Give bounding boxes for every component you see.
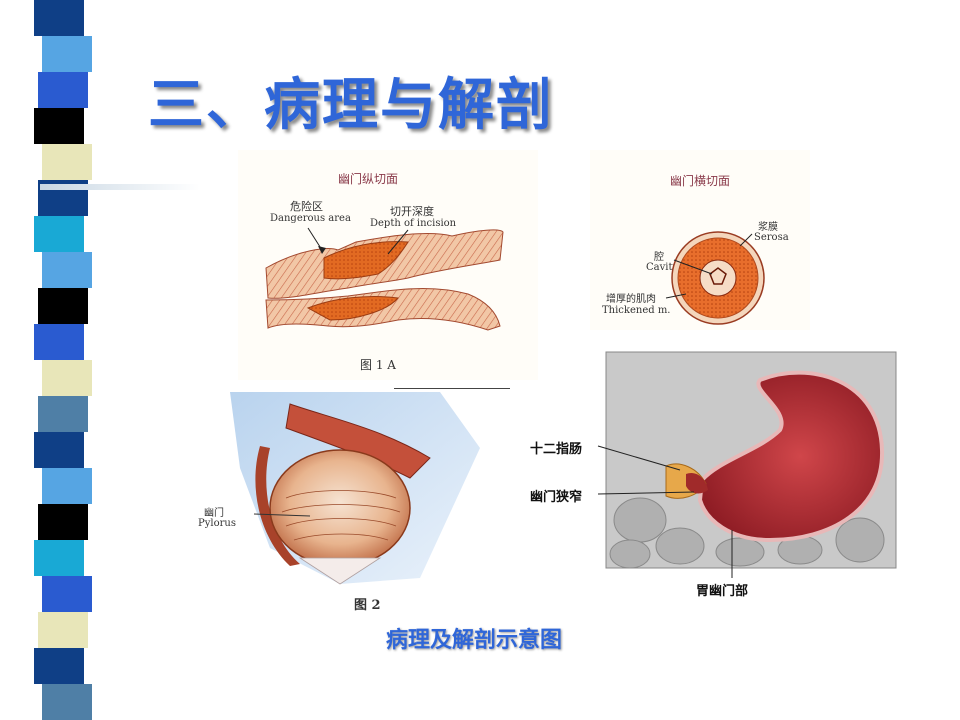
pylorus-label-en: Pylorus [198, 518, 236, 529]
stripe-segment [34, 540, 84, 576]
title-underline [40, 184, 200, 190]
stripe-segment [38, 288, 88, 324]
stripe-segment [42, 36, 92, 72]
figure-3-stomach-anatomy: 十二指肠 幽门狭窄 胃幽门部 [510, 340, 910, 600]
stripe-segment [42, 252, 92, 288]
stripe-segment [42, 468, 92, 504]
slide-title: 三、病理与解剖 [148, 73, 554, 138]
stripe-segment [34, 216, 84, 252]
decorative-stripe-bar [0, 0, 108, 720]
stomach-anatomy-illustration [597, 351, 897, 578]
stripe-segment [42, 576, 92, 612]
thickened-muscle-label-en: Thickened m. [602, 305, 671, 316]
danger-area-label-en: Dangerous area [270, 213, 351, 224]
cross-section-illustration [665, 231, 765, 325]
pylorus-surgical-view [230, 392, 480, 585]
figure-1a-caption: 图 1 A [360, 358, 396, 372]
figure-1b-cross-section: 幽门横切面 浆膜 Serosa 腔 Cavity 增厚的肌肉 Thickened… [590, 150, 810, 330]
figure-2-caption: 图 2 [354, 598, 381, 613]
figure-caption: 病理及解剖示意图 [386, 628, 563, 653]
cavity-label-cn: 腔 [654, 252, 664, 263]
incision-depth-label-cn: 切开深度 [390, 205, 434, 218]
cavity-label-en: Cavity [646, 262, 679, 273]
figure-1a-longitudinal-section: 幽门纵切面 危险区 Dangerous area 切开深度 Depth of i… [238, 150, 538, 380]
longitudinal-section-illustration [265, 227, 504, 331]
figure-1b-header: 幽门横切面 [670, 174, 731, 188]
stripe-segment [42, 360, 92, 396]
stripe-segment [42, 684, 92, 720]
serosa-label-en: Serosa [754, 232, 789, 243]
figure-1a-header: 幽门纵切面 [338, 172, 399, 186]
pyloric-stenosis-label: 幽门狭窄 [530, 490, 583, 505]
stripe-segment [34, 432, 84, 468]
danger-area-label-cn: 危险区 [290, 200, 323, 213]
separator-line [394, 388, 510, 389]
duodenum-label: 十二指肠 [530, 442, 583, 457]
figure-2-pylorus-illustration: 幽门 Pylorus 图 2 [190, 388, 490, 618]
stripe-segment [38, 72, 88, 108]
stripe-segment [34, 0, 84, 36]
incision-depth-label-en: Depth of incision [370, 218, 457, 229]
stripe-segment [42, 144, 92, 180]
stripe-segment [38, 612, 88, 648]
pyloric-antrum-label: 胃幽门部 [696, 584, 749, 599]
pylorus-label-cn: 幽门 [204, 508, 224, 519]
stripe-segment [38, 504, 88, 540]
stripe-segment [38, 396, 88, 432]
stripe-segment [34, 648, 84, 684]
stripe-segment [34, 108, 84, 144]
thickened-muscle-label-cn: 增厚的肌肉 [606, 294, 656, 305]
serosa-label-cn: 浆膜 [758, 222, 778, 233]
stripe-segment [34, 324, 84, 360]
